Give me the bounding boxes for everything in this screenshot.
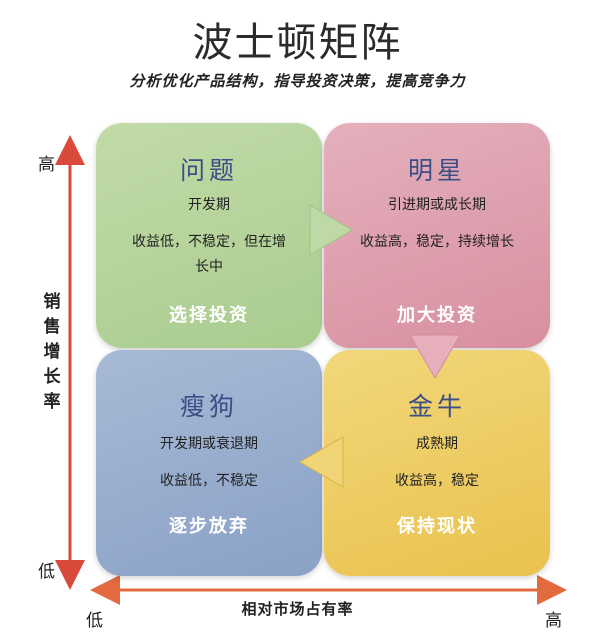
quadrant-problem: 问题 开发期 收益低，不稳定，但在增长中 选择投资: [96, 123, 322, 348]
quadrant-title: 瘦狗: [179, 392, 238, 421]
quadrant-strategy: 加大投资: [397, 305, 477, 326]
quadrant-stage: 开发期: [188, 197, 230, 213]
quadrant-stage: 引进期或成长期: [388, 197, 486, 213]
y-axis-label: 销售增长率: [43, 292, 61, 412]
quadrant-strategy: 保持现状: [397, 516, 477, 537]
quadrant-description: 收益低，不稳定，但在增长中: [132, 234, 286, 275]
quadrant-title: 金牛: [407, 392, 466, 421]
page-subtitle: 分析优化产品结构，指导投资决策，提高竞争力: [129, 72, 466, 90]
quadrant-stage: 成熟期: [416, 436, 458, 452]
y-axis-low-label: 低: [38, 562, 55, 582]
quadrant-description: 收益高，稳定: [395, 473, 479, 489]
y-axis-high-label: 高: [38, 155, 55, 175]
quadrant-strategy: 逐步放弃: [169, 516, 249, 537]
quadrant-cash-cow: 金牛 成熟期 收益高，稳定 保持现状: [324, 350, 550, 576]
page-title: 波士顿矩阵: [192, 20, 403, 66]
quadrant-title: 问题: [179, 156, 238, 185]
quadrant-description: 收益高，稳定，持续增长: [360, 234, 514, 250]
quadrant-title: 明星: [407, 156, 466, 185]
quadrant-strategy: 选择投资: [169, 305, 249, 326]
quadrant-star: 明星 引进期或成长期 收益高，稳定，持续增长 加大投资: [324, 123, 550, 348]
quadrant-description: 收益低，不稳定: [160, 473, 258, 489]
x-axis-low-label: 低: [86, 611, 103, 631]
quadrant-stage: 开发期或衰退期: [160, 436, 258, 452]
quadrant-dog: 瘦狗 开发期或衰退期 收益低，不稳定 逐步放弃: [96, 350, 322, 576]
x-axis-high-label: 高: [545, 611, 562, 631]
x-axis-label: 相对市场占有率: [241, 600, 354, 618]
